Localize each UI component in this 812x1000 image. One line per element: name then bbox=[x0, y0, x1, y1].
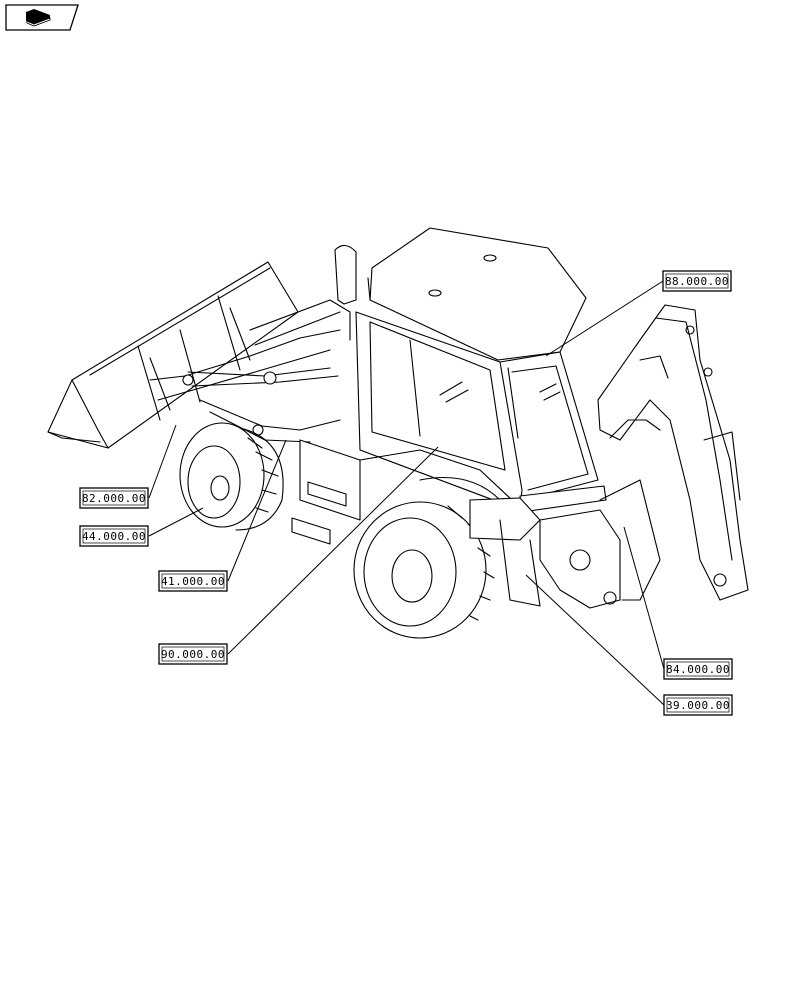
callout-box[interactable]: 44.000.00 bbox=[79, 525, 149, 547]
callout-label: 90.000.00 bbox=[161, 648, 225, 661]
callout-90[interactable]: 90.000.00 bbox=[158, 446, 439, 665]
loader-bucket bbox=[47, 261, 299, 449]
rear-wheel bbox=[353, 477, 506, 639]
callout-label: 88.000.00 bbox=[665, 275, 729, 288]
callout-label: 84.000.00 bbox=[666, 663, 730, 676]
callout-label: 82.000.00 bbox=[82, 492, 146, 505]
backhoe-boom bbox=[597, 304, 749, 601]
leader-line bbox=[525, 574, 665, 706]
book-icon bbox=[26, 9, 51, 27]
chassis-steps bbox=[291, 439, 513, 545]
leader-line bbox=[227, 439, 287, 582]
callout-39[interactable]: 39.000.00 bbox=[525, 574, 733, 716]
callout-box[interactable]: 90.000.00 bbox=[158, 643, 228, 665]
callout-label: 44.000.00 bbox=[82, 530, 146, 543]
callout-41[interactable]: 41.000.00 bbox=[158, 439, 287, 592]
catalog-badge[interactable] bbox=[5, 4, 79, 31]
leader-line bbox=[545, 280, 664, 357]
callout-88[interactable]: 88.000.00 bbox=[545, 270, 732, 357]
loader-arms bbox=[149, 299, 351, 443]
exhaust-stack bbox=[334, 244, 357, 305]
leader-line bbox=[148, 424, 177, 499]
callout-82[interactable]: 82.000.00 bbox=[79, 424, 177, 509]
cab bbox=[355, 227, 607, 513]
swing-frame bbox=[469, 479, 661, 609]
machine-drawing bbox=[47, 227, 749, 639]
leader-line bbox=[227, 446, 439, 655]
callout-label: 39.000.00 bbox=[666, 699, 730, 712]
leader-line bbox=[623, 526, 665, 670]
leader-line bbox=[148, 507, 204, 537]
callout-box[interactable]: 41.000.00 bbox=[158, 570, 228, 592]
callout-box[interactable]: 88.000.00 bbox=[662, 270, 732, 292]
callout-box[interactable]: 82.000.00 bbox=[79, 487, 149, 509]
callout-box[interactable]: 39.000.00 bbox=[663, 694, 733, 716]
callout-box[interactable]: 84.000.00 bbox=[663, 658, 733, 680]
callout-label: 41.000.00 bbox=[161, 575, 225, 588]
callout-44[interactable]: 44.000.00 bbox=[79, 507, 204, 547]
front-wheel bbox=[179, 422, 284, 531]
callout-84[interactable]: 84.000.00 bbox=[623, 526, 733, 680]
